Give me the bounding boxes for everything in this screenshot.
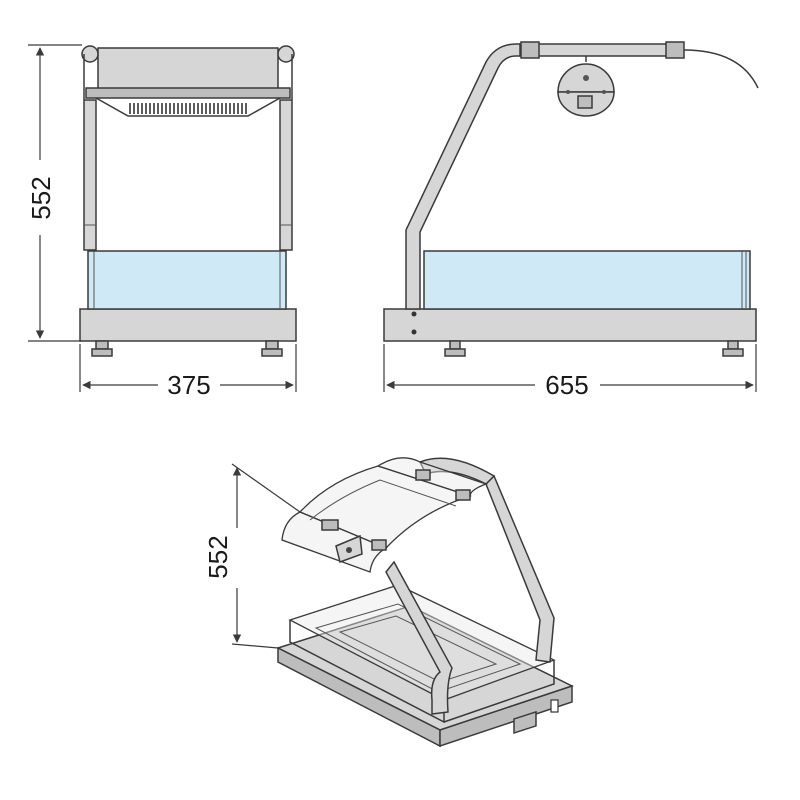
- front-width-dimension: 375: [79, 344, 297, 400]
- front-roll-left: [81, 45, 99, 63]
- front-width-label: 375: [167, 370, 210, 400]
- iso-bracket-right: [455, 489, 471, 501]
- side-depth-label: 655: [545, 370, 588, 400]
- front-hood: [97, 47, 279, 91]
- front-base: [79, 308, 297, 342]
- front-height-dimension: 552: [26, 44, 82, 342]
- side-depth-dimension: 655: [383, 344, 757, 400]
- side-base: [383, 308, 757, 342]
- front-post-left: [83, 99, 97, 251]
- side-foot-right: [722, 340, 744, 357]
- front-foot-right: [261, 340, 283, 357]
- side-foot-left: [444, 340, 466, 357]
- heater-grille: [129, 103, 247, 114]
- front-roll-right: [277, 45, 295, 63]
- iso-switch: [550, 699, 559, 713]
- iso-bracket-left: [321, 519, 339, 531]
- iso-control-panel: [513, 710, 537, 734]
- iso-bracket-mid: [371, 539, 387, 551]
- lamp-dome: [557, 56, 615, 117]
- front-foot-left: [91, 340, 113, 357]
- iso-base-side: [439, 684, 573, 748]
- side-screw-top: [411, 311, 417, 317]
- side-view: [383, 41, 759, 357]
- side-glass-panel: [423, 250, 751, 310]
- iso-height-dimension: 552: [203, 463, 301, 649]
- side-top-bar: [519, 43, 681, 57]
- front-height-label: 552: [26, 176, 56, 219]
- iso-height-label: 552: [203, 535, 233, 578]
- side-bracket-left: [520, 41, 540, 59]
- isometric-view: [276, 457, 574, 748]
- front-hood-lower: [85, 87, 291, 99]
- power-cable: [683, 49, 759, 89]
- side-bracket-right: [665, 41, 685, 59]
- side-screw-bottom: [411, 329, 417, 335]
- front-post-right: [279, 99, 293, 251]
- front-view: [79, 45, 297, 357]
- iso-bracket-top: [415, 469, 431, 481]
- front-glass-panel: [87, 250, 287, 310]
- iso-arm-front: [385, 560, 453, 715]
